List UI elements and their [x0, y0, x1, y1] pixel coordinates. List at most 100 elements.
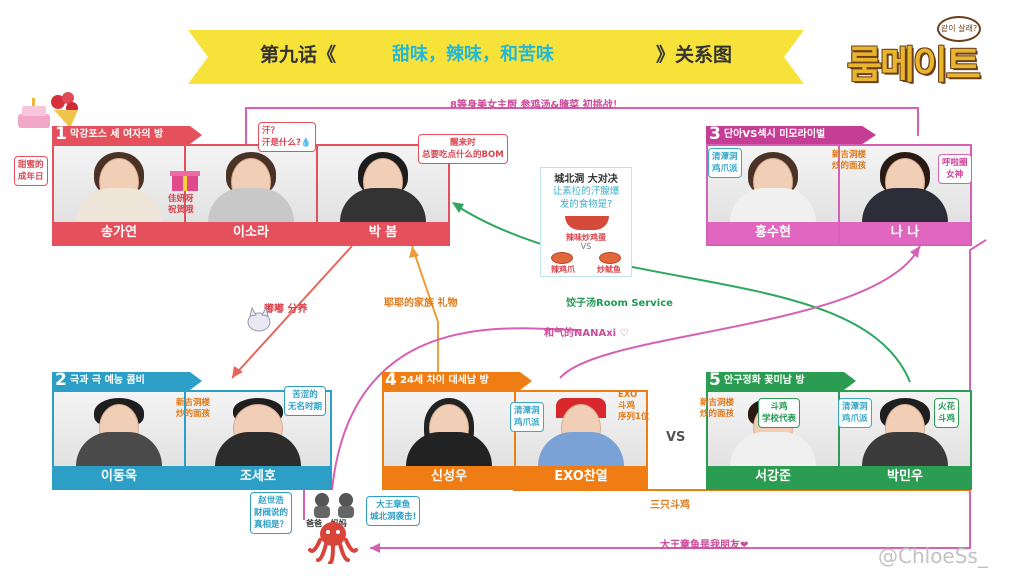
quiz-vs: VS — [580, 242, 592, 251]
title-right: 》关系图 — [656, 44, 733, 66]
tag-chopsticks-2: 清潭洞 鸡爪派 — [510, 402, 544, 432]
quiz-option-1: 辣味炒鸡蛋 — [566, 233, 606, 242]
tag-rumor: 赵世浩 财阀说的 真相是？ — [250, 492, 293, 534]
photo — [708, 146, 838, 222]
dish-icon — [599, 252, 621, 264]
person-name: 박 봄 — [318, 222, 448, 244]
title-left: 第九话《 — [260, 44, 337, 66]
group-label-4: 24세 차이 대세남 방 — [400, 375, 489, 386]
dish-icon — [551, 252, 573, 264]
relation-three-chickens: 三只斗鸡 — [650, 500, 690, 511]
photo — [54, 392, 184, 466]
tag-gift: 佳妍呀 祝贺哦 — [168, 194, 194, 215]
torso — [340, 188, 426, 222]
person-card-leedongwook[interactable]: 이동욱 — [52, 390, 186, 490]
person-name: 서강준 — [708, 466, 838, 488]
line-green — [453, 203, 911, 383]
torso — [208, 188, 294, 222]
tag-sweet-birthday: 甜蜜的 成年日 — [14, 156, 48, 186]
person-name: 이동욱 — [54, 466, 184, 488]
person-card-hongsoohyun[interactable]: 홍수현 — [706, 144, 840, 246]
arrowhead-2 — [409, 246, 419, 258]
gift-icon — [170, 171, 200, 191]
photo — [54, 146, 184, 222]
person-name: 송가연 — [54, 222, 184, 244]
group-number-5: 5 — [709, 370, 721, 390]
group-header-4: 4 24세 차이 대세남 방 — [382, 372, 532, 390]
tag-chopsticks-1: 清潭洞 鸡爪派 — [708, 148, 742, 178]
bowl-icon — [565, 216, 609, 230]
arrowhead-1 — [232, 366, 243, 378]
torso — [215, 432, 301, 466]
quiz-option-3: 炒鱿鱼 — [597, 265, 621, 274]
quiz-question: 让素拉的汗腺爆 发的食物是? — [552, 186, 620, 210]
tag-sinchon-1: 新吉洞楼 炒的面孩 — [176, 398, 211, 419]
group-header-5: 5 안구정화 꽃미남 방 — [706, 372, 856, 390]
group-header-3: 3 단아VS섹시 미모라이벌 — [706, 126, 876, 144]
dad-label: 爸爸 — [306, 519, 322, 528]
tag-bom: 醒来时 总要吃点什么的BOM — [418, 134, 508, 164]
line-bom-choseho — [231, 245, 353, 379]
person-name: 홍수현 — [708, 222, 838, 244]
quiz-box: 城北洞 大对决 让素拉的汗腺爆 发的食物是? 辣味炒鸡蛋 VS 辣鸡爪 炒鱿鱼 — [540, 167, 632, 277]
banner-ribbon — [188, 30, 804, 84]
person-card-shinsungwoo[interactable]: 신성우 — [382, 390, 516, 490]
tag-blowfish: 呼啦圈 女神 — [938, 154, 972, 184]
tag-sinchon-2: 新吉洞楼 炒的面孩 — [832, 150, 867, 171]
octopus-icon — [308, 522, 358, 564]
torso — [862, 188, 948, 222]
person-card-leesora[interactable]: 이소라 — [184, 144, 318, 246]
tag-octopus-note: 大王章鱼 城北洞袭击! — [366, 496, 421, 526]
tag-exo: EXO 斗鸡 序列1位 — [618, 390, 650, 422]
photo — [318, 146, 448, 222]
line-nana-chanyeol — [559, 245, 921, 379]
tag-sweat: 汗？ 汗是什么?💧 — [258, 122, 316, 152]
group-label-3: 단아VS섹시 미모라이벌 — [724, 129, 826, 140]
person-name: 신성우 — [384, 466, 514, 488]
parents-icon — [314, 493, 354, 518]
torso — [730, 188, 816, 222]
tag-sinchon-3: 新吉洞楼 炒的面孩 — [700, 398, 735, 419]
arrowhead-5 — [370, 543, 380, 553]
title-banner: 第九话《 甜味，辣味，和苦味 》关系图 — [188, 28, 804, 86]
cake-icon — [18, 98, 50, 128]
relation-gift: 耶耶的家族 礼物 — [384, 298, 458, 309]
relation-dumpling: 饺子汤Room Service — [566, 298, 673, 309]
line-top-bracket — [245, 107, 919, 144]
person-card-songgayeon[interactable]: 송가연 — [52, 144, 186, 246]
title-middle: 甜味，辣味，和苦味 — [392, 44, 554, 65]
photo — [186, 392, 330, 466]
watermark: @ChloeSs_ — [878, 544, 988, 568]
relation-nana-xi: 和气的NANAxi ♡ — [544, 328, 629, 339]
tag-bitter: 苦涩的 无名时期 — [284, 386, 327, 416]
tag-spark: 火花 斗鸡 — [934, 398, 960, 428]
torso — [862, 432, 948, 466]
group-header-1: 1 막강포스 세 여자의 방 — [52, 126, 202, 144]
person-name: 박민우 — [840, 466, 970, 488]
bouquet-icon — [51, 92, 78, 128]
tag-chopsticks-3: 清潭洞 鸡爪派 — [838, 398, 872, 428]
torso — [730, 432, 816, 466]
group-number-2: 2 — [55, 370, 67, 390]
cat-icon — [247, 306, 271, 332]
torso — [76, 188, 162, 222]
group-header-2: 2 극과 극 예능 콤비 — [52, 372, 202, 390]
person-name: EXO찬열 — [516, 466, 646, 488]
group-label-2: 극과 극 예능 콤비 — [70, 375, 145, 386]
photo — [384, 392, 514, 466]
person-card-choseho[interactable]: 조세호 — [184, 390, 332, 490]
group-label-5: 안구정화 꽃미남 방 — [724, 375, 805, 386]
torso — [538, 432, 624, 466]
group-number-1: 1 — [55, 124, 67, 144]
line-shin-bom — [411, 245, 439, 378]
arrowhead-4 — [910, 246, 920, 258]
tag-doulji: 斗鸡 学校代表 — [758, 398, 801, 428]
group-number-3: 3 — [709, 124, 721, 144]
torso — [406, 432, 492, 466]
logo-bubble: 같이 살래? — [937, 16, 981, 42]
logo-text: 룸메이트 — [847, 43, 981, 87]
person-name: 이소라 — [186, 222, 316, 244]
roommate-logo: 같이 살래? 룸메이트 — [843, 16, 991, 94]
line-octopus-nana — [331, 327, 581, 491]
photo — [186, 146, 316, 222]
